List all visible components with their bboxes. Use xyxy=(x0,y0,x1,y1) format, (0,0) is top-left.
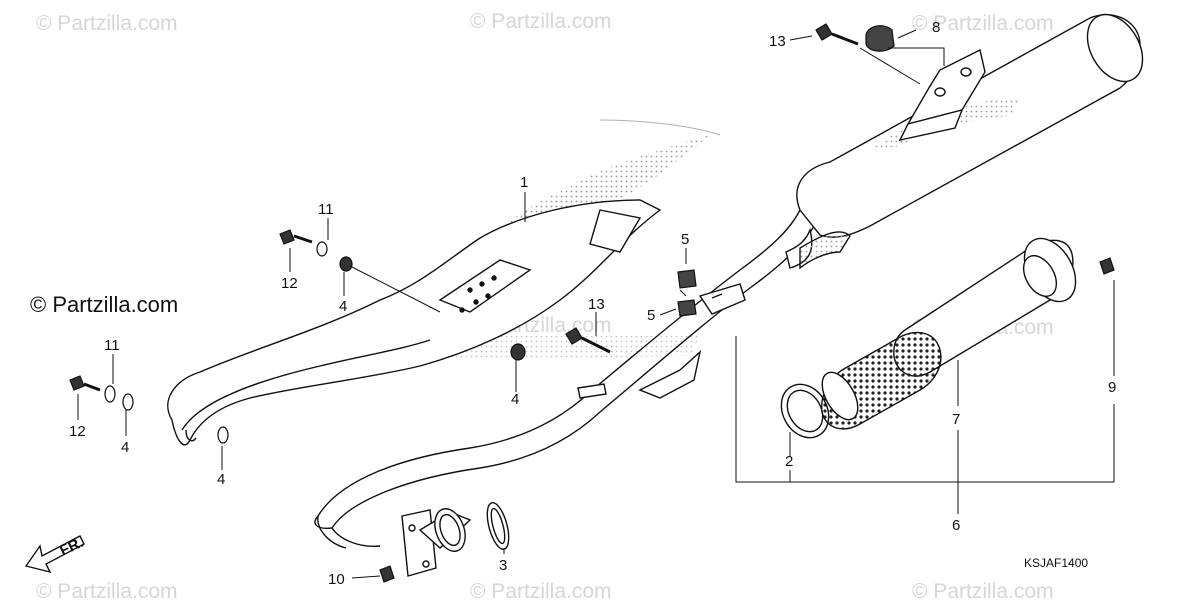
fasteners xyxy=(69,23,1115,583)
exhaust-flange xyxy=(401,508,472,577)
leader-lines xyxy=(77,29,1115,579)
callout-11: 11 xyxy=(318,201,334,218)
heat-shield-part-1 xyxy=(167,199,662,446)
callout-2: 2 xyxy=(785,453,794,470)
front-direction-arrow: FR. xyxy=(24,534,86,574)
callout-11: 11 xyxy=(104,337,120,354)
copyright-notice: © Partzilla.com xyxy=(30,292,179,317)
spark-arrester-part-7 xyxy=(821,237,1077,430)
callout-8: 8 xyxy=(932,19,941,36)
watermark: © Partzilla.com xyxy=(470,10,612,33)
muffler-body xyxy=(785,13,1144,270)
callout-1: 1 xyxy=(520,174,529,191)
callout-9: 9 xyxy=(1108,379,1117,396)
watermark: © Partzilla.com xyxy=(912,12,1054,35)
diagram-code: KSJAF1400 xyxy=(1024,556,1089,570)
watermark: © Partzilla.com xyxy=(36,12,178,35)
callout-5: 5 xyxy=(647,307,656,324)
callout-5: 5 xyxy=(681,231,690,248)
callout-12: 12 xyxy=(69,423,86,440)
callout-4: 4 xyxy=(511,391,520,408)
watermark: © Partzilla.com xyxy=(470,580,612,603)
callout-13: 13 xyxy=(769,33,786,50)
callout-4: 4 xyxy=(121,439,130,456)
watermark: © Partzilla.com xyxy=(912,580,1054,603)
callout-10: 10 xyxy=(328,571,345,588)
callout-4: 4 xyxy=(217,471,226,488)
callout-13: 13 xyxy=(588,296,605,313)
callout-6: 6 xyxy=(952,517,961,534)
front-label: FR. xyxy=(57,534,86,560)
watermark: © Partzilla.com xyxy=(36,580,178,603)
callout-7: 7 xyxy=(952,411,961,428)
callout-12: 12 xyxy=(281,275,298,292)
gasket-part-2 xyxy=(780,383,830,439)
callout-4: 4 xyxy=(339,298,348,315)
exhaust-pipe xyxy=(314,209,816,549)
callout-3: 3 xyxy=(499,557,508,574)
gasket-part-3 xyxy=(486,502,510,550)
